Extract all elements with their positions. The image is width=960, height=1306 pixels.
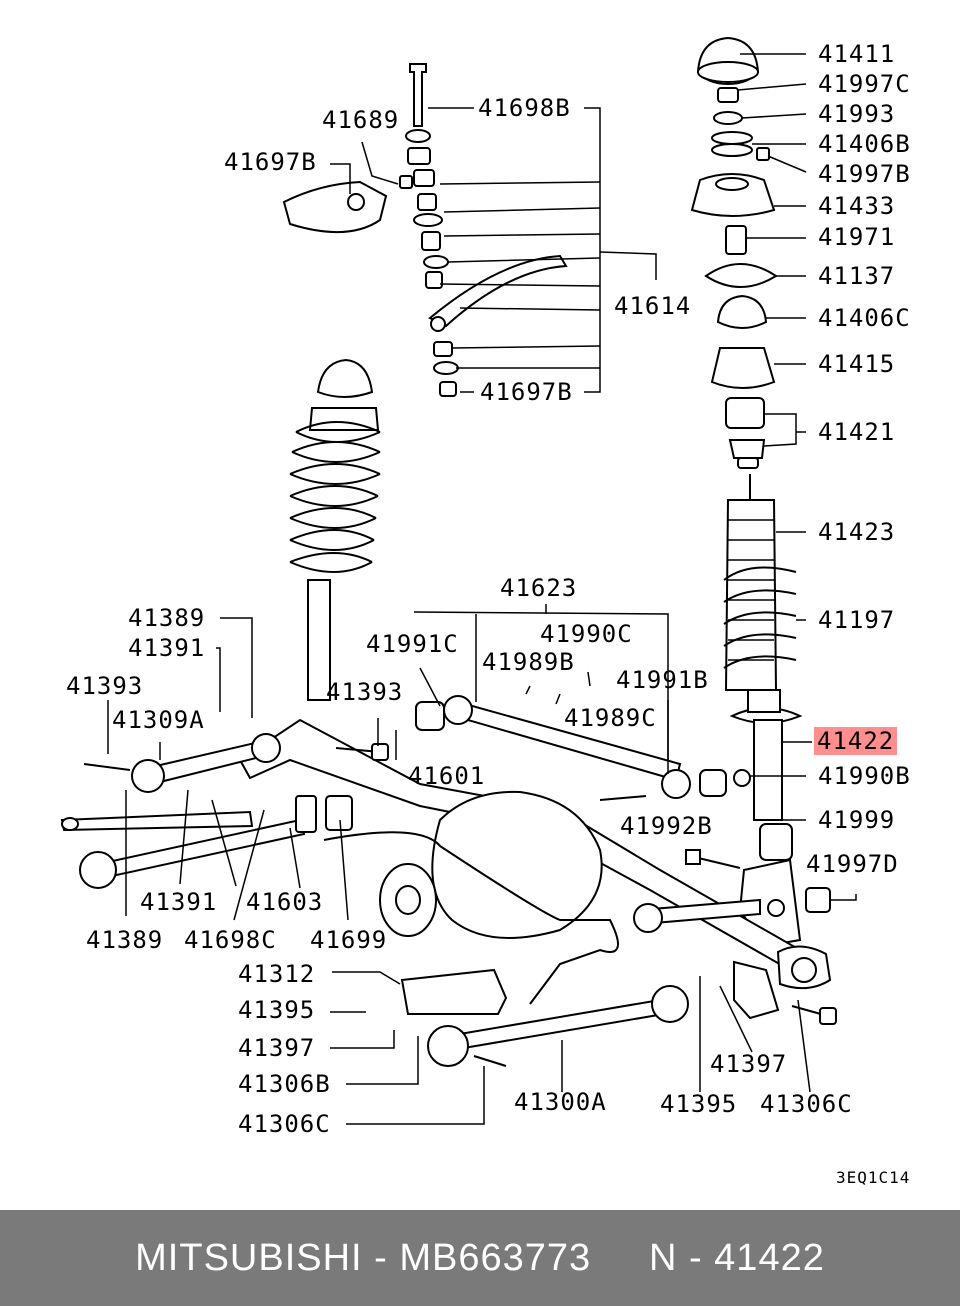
label-41623[interactable]: 41623 (500, 574, 578, 602)
label-41395-left[interactable]: 41395 (238, 996, 316, 1024)
label-41137[interactable]: 41137 (818, 262, 896, 290)
label-41397-left[interactable]: 41397 (238, 1034, 316, 1062)
label-41991c[interactable]: 41991C (366, 630, 459, 658)
lower-leaders (107, 604, 669, 1125)
strut-assembly-drawing (685, 36, 831, 948)
label-41699[interactable]: 41699 (310, 926, 388, 954)
label-41389-low[interactable]: 41389 (86, 926, 164, 954)
label-41433[interactable]: 41433 (818, 192, 896, 220)
label-41997b[interactable]: 41997B (818, 160, 911, 188)
label-41989c[interactable]: 41989C (564, 704, 657, 732)
label-41197[interactable]: 41197 (818, 606, 896, 634)
label-41698c[interactable]: 41698C (184, 926, 277, 954)
label-41411[interactable]: 41411 (818, 40, 896, 68)
label-41971[interactable]: 41971 (818, 223, 896, 251)
label-41406c[interactable]: 41406C (818, 304, 911, 332)
label-41689[interactable]: 41689 (322, 106, 400, 134)
label-41614[interactable]: 41614 (614, 292, 692, 320)
label-41423[interactable]: 41423 (818, 518, 896, 546)
label-41997c[interactable]: 41997C (818, 70, 911, 98)
left-coil-spring-drawing (289, 358, 381, 701)
stabilizer-link-drawing (282, 63, 568, 397)
label-41397-right[interactable]: 41397 (710, 1050, 788, 1078)
label-41395-right[interactable]: 41395 (660, 1090, 738, 1118)
footer-bar: MITSUBISHI - MB663773 N - 41422 (0, 1210, 960, 1306)
label-41300a[interactable]: 41300A (514, 1088, 607, 1116)
label-41306c-left[interactable]: 41306C (238, 1110, 331, 1138)
label-41306c-right[interactable]: 41306C (760, 1090, 853, 1118)
label-41389-top[interactable]: 41389 (128, 604, 206, 632)
label-41391-low[interactable]: 41391 (140, 888, 218, 916)
label-41393-mid[interactable]: 41393 (326, 678, 404, 706)
label-41306b[interactable]: 41306B (238, 1070, 331, 1098)
footer-part-number: MITSUBISHI - MB663773 N - 41422 (135, 1236, 825, 1279)
label-41991b[interactable]: 41991B (616, 666, 709, 694)
label-41312[interactable]: 41312 (238, 960, 316, 988)
label-41997d[interactable]: 41997D (806, 850, 899, 878)
label-41309a[interactable]: 41309A (112, 706, 205, 734)
label-41990b[interactable]: 41990B (818, 762, 911, 790)
label-41601[interactable]: 41601 (408, 762, 486, 790)
label-41989b[interactable]: 41989B (482, 648, 575, 676)
label-41415[interactable]: 41415 (818, 350, 896, 378)
label-41603[interactable]: 41603 (246, 888, 324, 916)
parts-diagram: 41411 41997C 41993 41406B 41997B 41433 4… (60, 36, 911, 1187)
stabilizer-leaders (330, 107, 657, 393)
drawing-code: 3EQ1C14 (836, 1168, 911, 1187)
right-leaders (699, 53, 857, 1093)
label-41999[interactable]: 41999 (818, 806, 896, 834)
control-arms-drawing (60, 695, 837, 1067)
label-41406b[interactable]: 41406B (818, 130, 911, 158)
label-41993[interactable]: 41993 (818, 100, 896, 128)
label-41697b-low[interactable]: 41697B (480, 378, 573, 406)
label-41990c[interactable]: 41990C (540, 620, 633, 648)
label-41698b[interactable]: 41698B (478, 94, 571, 122)
label-41421[interactable]: 41421 (818, 418, 896, 446)
axle-housing-drawing (238, 718, 832, 1020)
label-41992b[interactable]: 41992B (620, 812, 713, 840)
label-41422-highlighted[interactable]: 41422 (814, 727, 898, 755)
suspension-drawing (60, 36, 857, 1125)
label-41393-left[interactable]: 41393 (66, 672, 144, 700)
label-41391-top[interactable]: 41391 (128, 634, 206, 662)
label-41697b-top[interactable]: 41697B (224, 148, 317, 176)
